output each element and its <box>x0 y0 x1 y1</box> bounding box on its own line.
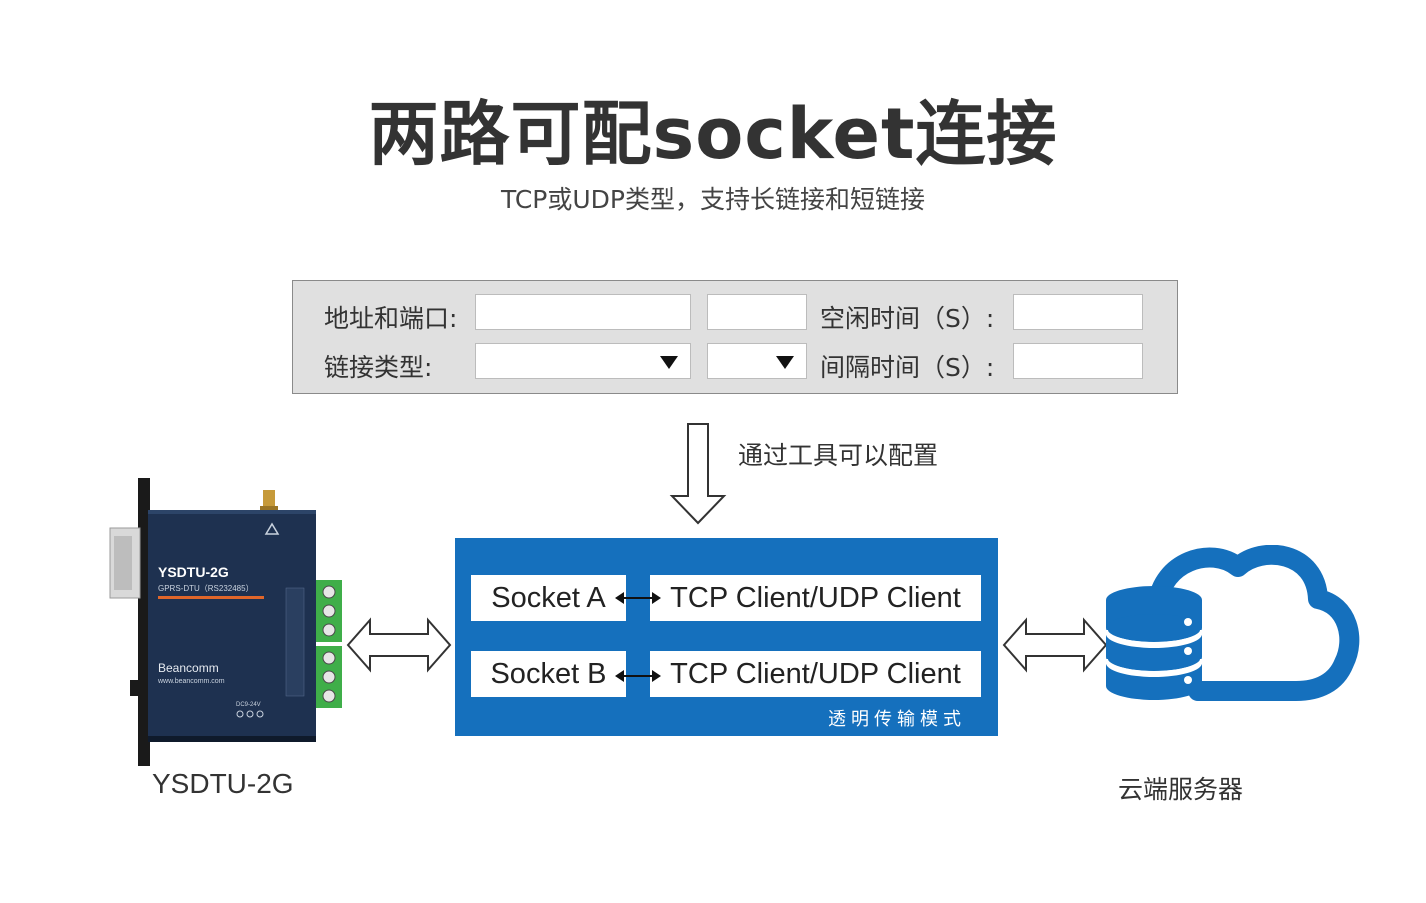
device-website-label: www.beancomm.com <box>157 678 225 685</box>
double-arrow-icon <box>1002 617 1108 673</box>
config-tool-note: 通过工具可以配置 <box>738 441 939 470</box>
address-input[interactable] <box>475 294 691 330</box>
page-title: 两路可配socket连接 <box>368 93 1058 175</box>
link-type-select[interactable] <box>475 343 691 379</box>
dtu-device-image: YSDTU-2G GPRS-DTU（RS232485） Beancomm www… <box>109 478 342 766</box>
server-caption: 云端服务器 <box>1118 775 1244 804</box>
client-b-label: TCP Client/UDP Client <box>650 651 981 697</box>
page-subtitle: TCP或UDP类型，支持长链接和短链接 <box>501 185 925 214</box>
device-model-label: YSDTU-2G <box>158 564 229 580</box>
config-panel: 地址和端口: 空闲时间（S）: 链接类型: 间隔时间（S）: <box>292 280 1178 394</box>
idle-time-label: 空闲时间（S）: <box>820 304 995 333</box>
device-sub-label: GPRS-DTU（RS232485） <box>158 584 254 593</box>
transparent-mode-label: 透明传输模式 <box>828 709 966 730</box>
socket-a-label: Socket A <box>471 575 626 621</box>
transparent-mode-box <box>455 538 998 736</box>
chevron-down-icon <box>660 356 678 369</box>
protocol-select[interactable] <box>707 343 807 379</box>
chevron-down-icon <box>776 356 794 369</box>
address-port-label: 地址和端口: <box>324 304 458 333</box>
down-arrow-icon <box>669 423 727 525</box>
link-arrow-icon <box>615 670 661 682</box>
port-input[interactable] <box>707 294 807 330</box>
link-type-label: 链接类型: <box>324 353 433 382</box>
socket-b-label: Socket B <box>471 651 626 697</box>
idle-time-input[interactable] <box>1013 294 1143 330</box>
interval-time-label: 间隔时间（S）: <box>820 353 995 382</box>
double-arrow-icon <box>346 617 452 673</box>
client-a-label: TCP Client/UDP Client <box>650 575 981 621</box>
cloud-server-icon <box>1104 545 1360 701</box>
device-power-label: DC9-24V <box>236 702 261 708</box>
device-brand-label: Beancomm <box>158 661 219 675</box>
device-caption: YSDTU-2G <box>152 768 294 799</box>
link-arrow-icon <box>615 592 661 604</box>
interval-time-input[interactable] <box>1013 343 1143 379</box>
